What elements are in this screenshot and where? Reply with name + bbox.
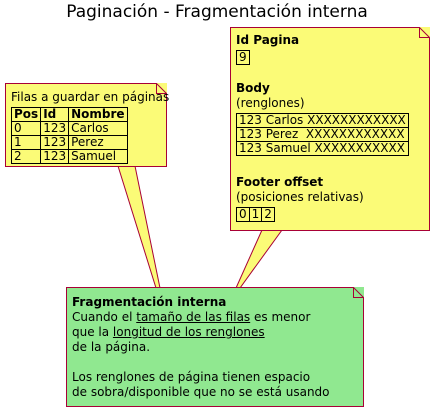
table-cell: 2 xyxy=(10,149,42,164)
footer-offset: 2 xyxy=(261,207,275,222)
rows-note-connector xyxy=(117,165,161,289)
table-cell: 1 xyxy=(10,135,42,150)
rows-table: Pos Id Nombre 0 123 Carlos 1 123 Perez 2… xyxy=(10,107,128,164)
page-note-connector xyxy=(235,229,283,289)
body-rows-table: 123 Carlos XXXXXXXXXXXX 123 Perez XXXXXX… xyxy=(236,113,409,156)
table-cell: 123 xyxy=(40,135,70,150)
rows-table-header: Pos Id Nombre xyxy=(10,107,128,122)
line-length-link: longitud de los renglones xyxy=(112,325,265,339)
table-row: 1 123 Perez xyxy=(10,135,128,150)
footer-offset: 0 xyxy=(236,207,250,222)
text-fragment: que la xyxy=(72,325,113,339)
fragmentation-heading: Fragmentación interna xyxy=(72,295,227,309)
body-row: 123 Samuel XXXXXXXXXXX xyxy=(236,141,409,156)
body-label: Body xyxy=(236,81,270,95)
table-row: 2 123 Samuel xyxy=(10,149,128,164)
rows-table-header-cell: Pos xyxy=(10,107,42,122)
body-row: 123 Carlos XXXXXXXXXXXX xyxy=(236,113,409,128)
table-row: 0 1 2 xyxy=(236,207,275,222)
table-row: 123 Samuel XXXXXXXXXXX xyxy=(236,141,409,156)
page-note: Id Pagina 9 Body (renglones) 123 Carlos … xyxy=(230,27,430,231)
table-cell: 0 xyxy=(10,121,42,136)
text-fragment: Cuando el xyxy=(72,310,137,324)
footer-offsets-table: 0 1 2 xyxy=(236,207,275,222)
table-row: 123 Perez XXXXXXXXXXXX xyxy=(236,127,409,142)
fragmentation-line-5: de sobra/disponible que no se está usand… xyxy=(72,385,330,399)
table-row: 123 Carlos XXXXXXXXXXXX xyxy=(236,113,409,128)
rows-note: Filas a guardar en páginas Pos Id Nombre… xyxy=(5,83,170,167)
footer-sublabel: (posiciones relativas) xyxy=(236,190,364,204)
table-cell: 123 xyxy=(40,121,70,136)
fragmentation-note: Fragmentación interna Cuando el tamaño d… xyxy=(66,287,364,407)
page-id-value: 9 xyxy=(236,50,250,65)
page-id-label: Id Pagina xyxy=(236,33,300,47)
table-cell: 123 xyxy=(40,149,70,164)
page-id-box: 9 xyxy=(236,50,250,65)
text-fragment: es menor xyxy=(250,310,311,324)
diagram-title: Paginación - Fragmentación interna xyxy=(66,2,368,22)
fragmentation-line-4: Los renglones de página tienen espacio xyxy=(72,370,311,384)
body-row: 123 Perez XXXXXXXXXXXX xyxy=(236,127,409,142)
table-row: 0 123 Carlos xyxy=(10,121,128,136)
footer-offset: 1 xyxy=(248,207,263,222)
rows-table-header-cell: Nombre xyxy=(68,107,128,122)
table-cell: Samuel xyxy=(68,149,128,164)
fragmentation-note-frame xyxy=(66,287,364,407)
fragmentation-line-2: que la longitud de los renglones xyxy=(72,325,265,340)
body-sublabel: (renglones) xyxy=(236,96,305,110)
fragmentation-line-1: Cuando el tamaño de las filas es menor xyxy=(72,310,310,325)
row-size-link: tamaño de las filas xyxy=(136,310,251,324)
fragmentation-line-3: de la página. xyxy=(72,340,151,354)
footer-label: Footer offset xyxy=(236,175,324,189)
rows-table-header-cell: Id xyxy=(40,107,70,122)
table-cell: Perez xyxy=(68,135,128,150)
rows-note-caption: Filas a guardar en páginas xyxy=(11,90,170,104)
table-cell: Carlos xyxy=(68,121,128,136)
